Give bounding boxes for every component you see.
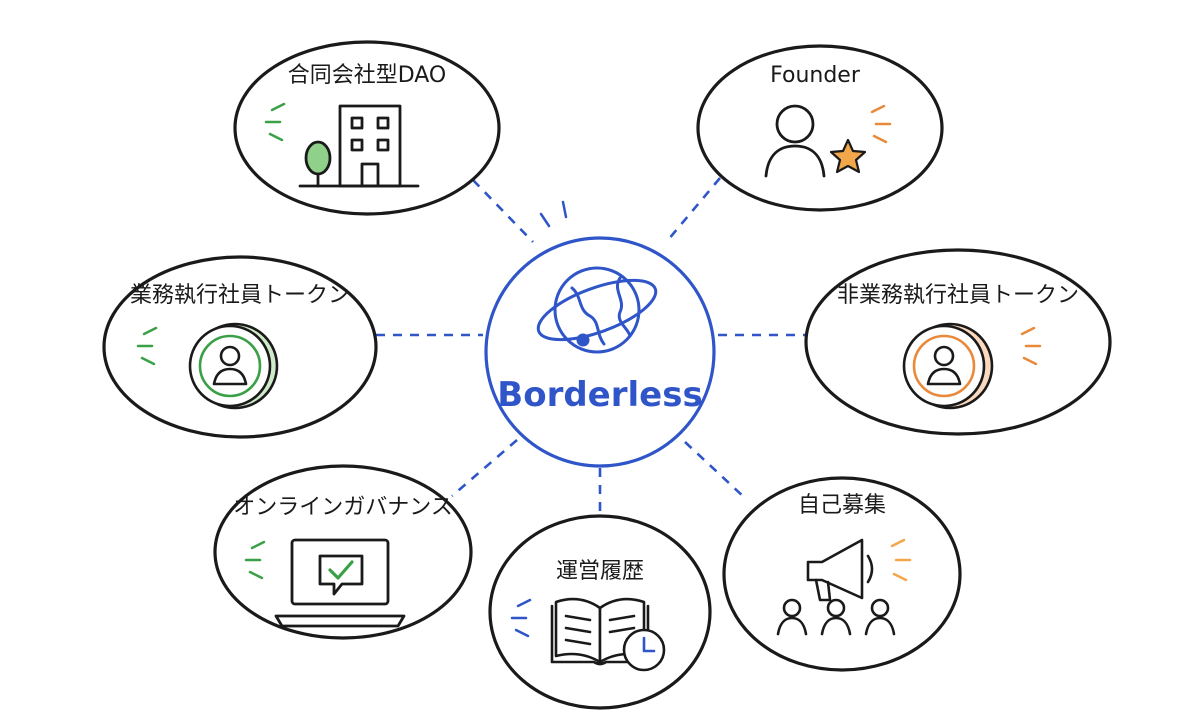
green-accent-ticks [264, 102, 286, 142]
center-label: Borderless [497, 375, 702, 415]
building-icon [298, 104, 420, 188]
connector-online-gov [451, 439, 518, 497]
connector-llc-dao [472, 179, 534, 243]
green-accent-ticks [136, 326, 158, 366]
person-star-icon [764, 104, 867, 178]
orange-accent-ticks [870, 104, 892, 144]
node-recruit: 自己募集 [722, 476, 962, 672]
laptop-check-icon [274, 538, 406, 628]
orange-coin-person-icon [902, 322, 994, 410]
megaphone-people-icon [776, 538, 896, 636]
node-label: Founder [770, 63, 861, 88]
green-coin-person-icon [188, 322, 279, 410]
blue-accent-ticks [510, 598, 532, 638]
connector-recruit [684, 441, 746, 499]
node-label: 運営履歴 [556, 559, 644, 584]
node-label: 自己募集 [798, 493, 886, 518]
node-llc-dao: 合同会社型DAO [233, 40, 501, 216]
node-founder: Founder [696, 44, 944, 212]
star-icon [829, 138, 867, 174]
node-label: 業務執行社員トークン [130, 283, 350, 308]
center-accent-ticks [539, 200, 568, 228]
node-label: 非業務執行社員トークン [837, 283, 1079, 308]
center-hub: Borderless [484, 200, 716, 468]
globe-orbit-icon [536, 266, 658, 354]
node-nonexec-token: 非業務執行社員トークン [804, 248, 1112, 436]
orange-accent-ticks [1020, 326, 1042, 366]
connector-founder [667, 177, 721, 241]
orange-accent-ticks [890, 538, 912, 582]
node-online-gov: オンラインガバナンス [213, 464, 473, 640]
node-history: 運営履歴 [488, 514, 712, 710]
node-label: 合同会社型DAO [288, 63, 447, 88]
megaphone-icon [806, 538, 864, 600]
node-exec-token: 業務執行社員トークン [102, 255, 378, 439]
green-accent-ticks [244, 540, 266, 580]
node-label: オンラインガバナンス [233, 495, 453, 520]
book-clock-icon [550, 597, 666, 672]
